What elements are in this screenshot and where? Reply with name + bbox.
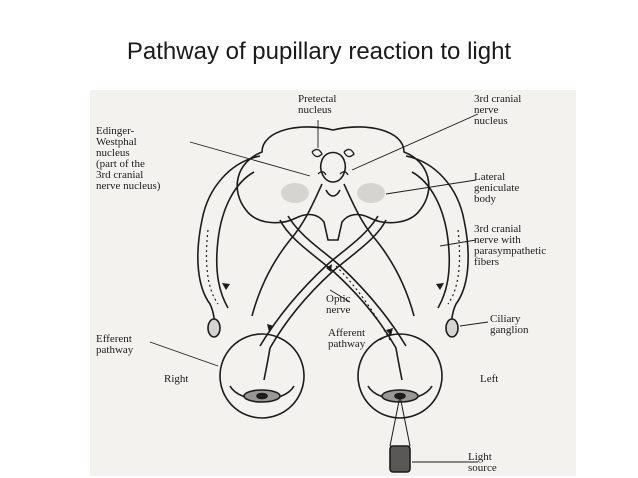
label-light-source: Light source	[468, 451, 497, 474]
label-lateral-geniculate: Lateral geniculate body	[474, 171, 520, 205]
label-optic-nerve: Optic nerve	[326, 293, 351, 316]
ciliary-ganglion-right	[207, 318, 221, 338]
label-third-nerve-parasympathetic: 3rd cranial nerve with parasympathetic f…	[474, 223, 547, 268]
ventricle	[319, 151, 347, 183]
label-third-nerve-nucleus: 3rd cranial nerve nucleus	[474, 93, 522, 127]
label-pretectal-nucleus: Pretectal nucleus	[298, 93, 337, 116]
optic-tract-right	[269, 219, 387, 349]
label-afferent-pathway: Afferent pathway	[328, 327, 366, 350]
label-left-eye: Left	[480, 373, 499, 385]
lateral-geniculate-left	[281, 183, 309, 203]
efferent-loop-right	[405, 155, 469, 337]
pupillary-pathway-figure: Pretectal nucleus 3rd cranial nerve nucl…	[90, 90, 576, 476]
light-beam	[389, 395, 411, 447]
optic-tract-left	[279, 219, 397, 349]
light-source-bulb	[389, 445, 411, 473]
pretectal-knots	[311, 148, 355, 176]
pupillary-pathway-drawing	[149, 113, 489, 473]
label-ciliary-ganglion: Ciliary ganglion	[490, 313, 529, 336]
label-right-eye: Right	[164, 373, 189, 385]
label-efferent-pathway: Efferent pathway	[96, 333, 134, 356]
slide-title: Pathway of pupillary reaction to light	[126, 38, 512, 65]
efferent-loop-left	[197, 155, 261, 337]
label-edinger-westphal: Edinger- Westphal nucleus (part of the 3…	[96, 125, 161, 192]
eye-right	[219, 333, 305, 419]
eye-left	[357, 333, 443, 419]
midbrain-outline	[236, 126, 430, 241]
ciliary-ganglion-left	[445, 318, 459, 338]
lateral-geniculate-right	[357, 183, 385, 203]
